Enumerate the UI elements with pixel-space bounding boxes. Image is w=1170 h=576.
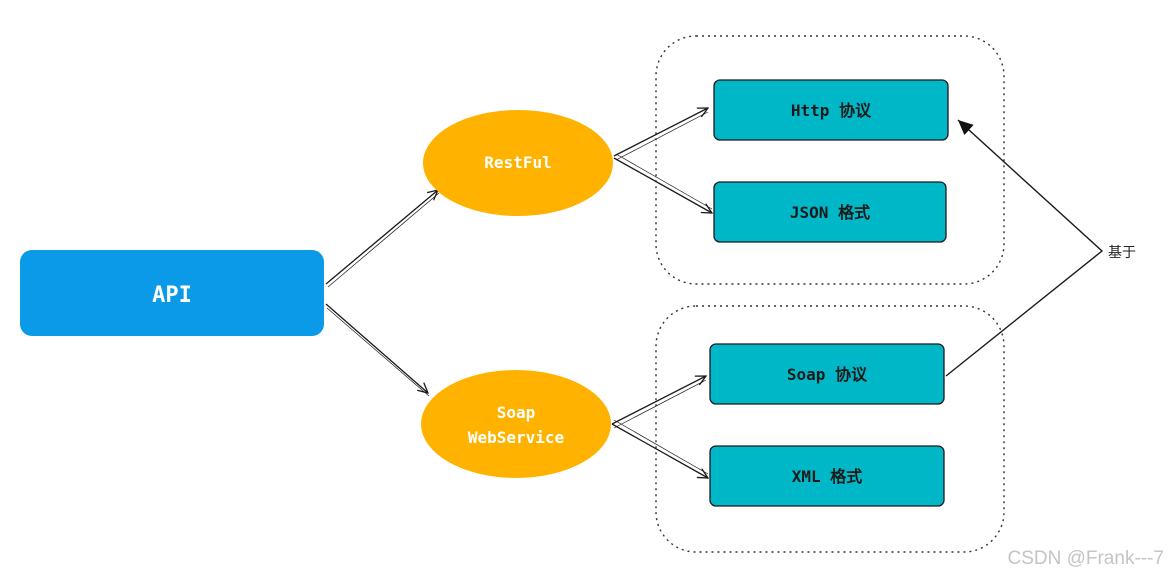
arrow-api-to-restful-sketch <box>327 192 440 288</box>
api-node: API <box>20 250 324 336</box>
arrow-soapws-to-xml <box>611 423 708 478</box>
arrow-based-on <box>945 119 1104 377</box>
csdn-watermark: CSDN @Frank---7 <box>1007 548 1164 569</box>
arrow-restful-to-json-sketch <box>615 153 713 210</box>
api-label: API <box>152 283 192 308</box>
json-format-node: JSON 格式 <box>713 181 947 243</box>
arrow-soapws-to-soap-protocol <box>611 376 706 425</box>
group-soap-outputs <box>655 305 1005 553</box>
soap-webservice-label-line1: Soap <box>497 403 536 422</box>
soap-protocol-node: Soap 协议 <box>709 343 945 405</box>
json-format-label: JSON 格式 <box>790 203 870 222</box>
restful-label: RestFul <box>484 153 551 172</box>
soap-protocol-label: Soap 协议 <box>787 365 868 384</box>
arrow-api-to-soap <box>325 303 428 393</box>
soap-webservice-label-line2: WebService <box>468 428 564 447</box>
http-protocol-label: Http 协议 <box>791 101 872 120</box>
group-restful-outputs <box>655 35 1005 285</box>
arrow-soapws-to-xml-sketch <box>613 419 709 475</box>
edge-label-based-on: 基于 <box>1108 244 1136 261</box>
soap-webservice-node: Soap WebService <box>421 370 611 478</box>
restful-node: RestFul <box>423 110 613 216</box>
connectors <box>325 108 713 478</box>
arrow-restful-to-http <box>613 108 708 157</box>
arrow-api-to-restful <box>325 190 438 285</box>
arrow-api-to-soap-sketch <box>326 307 430 397</box>
xml-format-node: XML 格式 <box>709 445 945 507</box>
arrow-restful-to-json <box>613 157 712 213</box>
arrow-soapws-to-soap-protocol-sketch <box>613 379 707 429</box>
xml-format-label: XML 格式 <box>792 467 863 486</box>
http-protocol-node: Http 协议 <box>713 79 949 141</box>
arrow-restful-to-http-sketch <box>615 111 709 161</box>
